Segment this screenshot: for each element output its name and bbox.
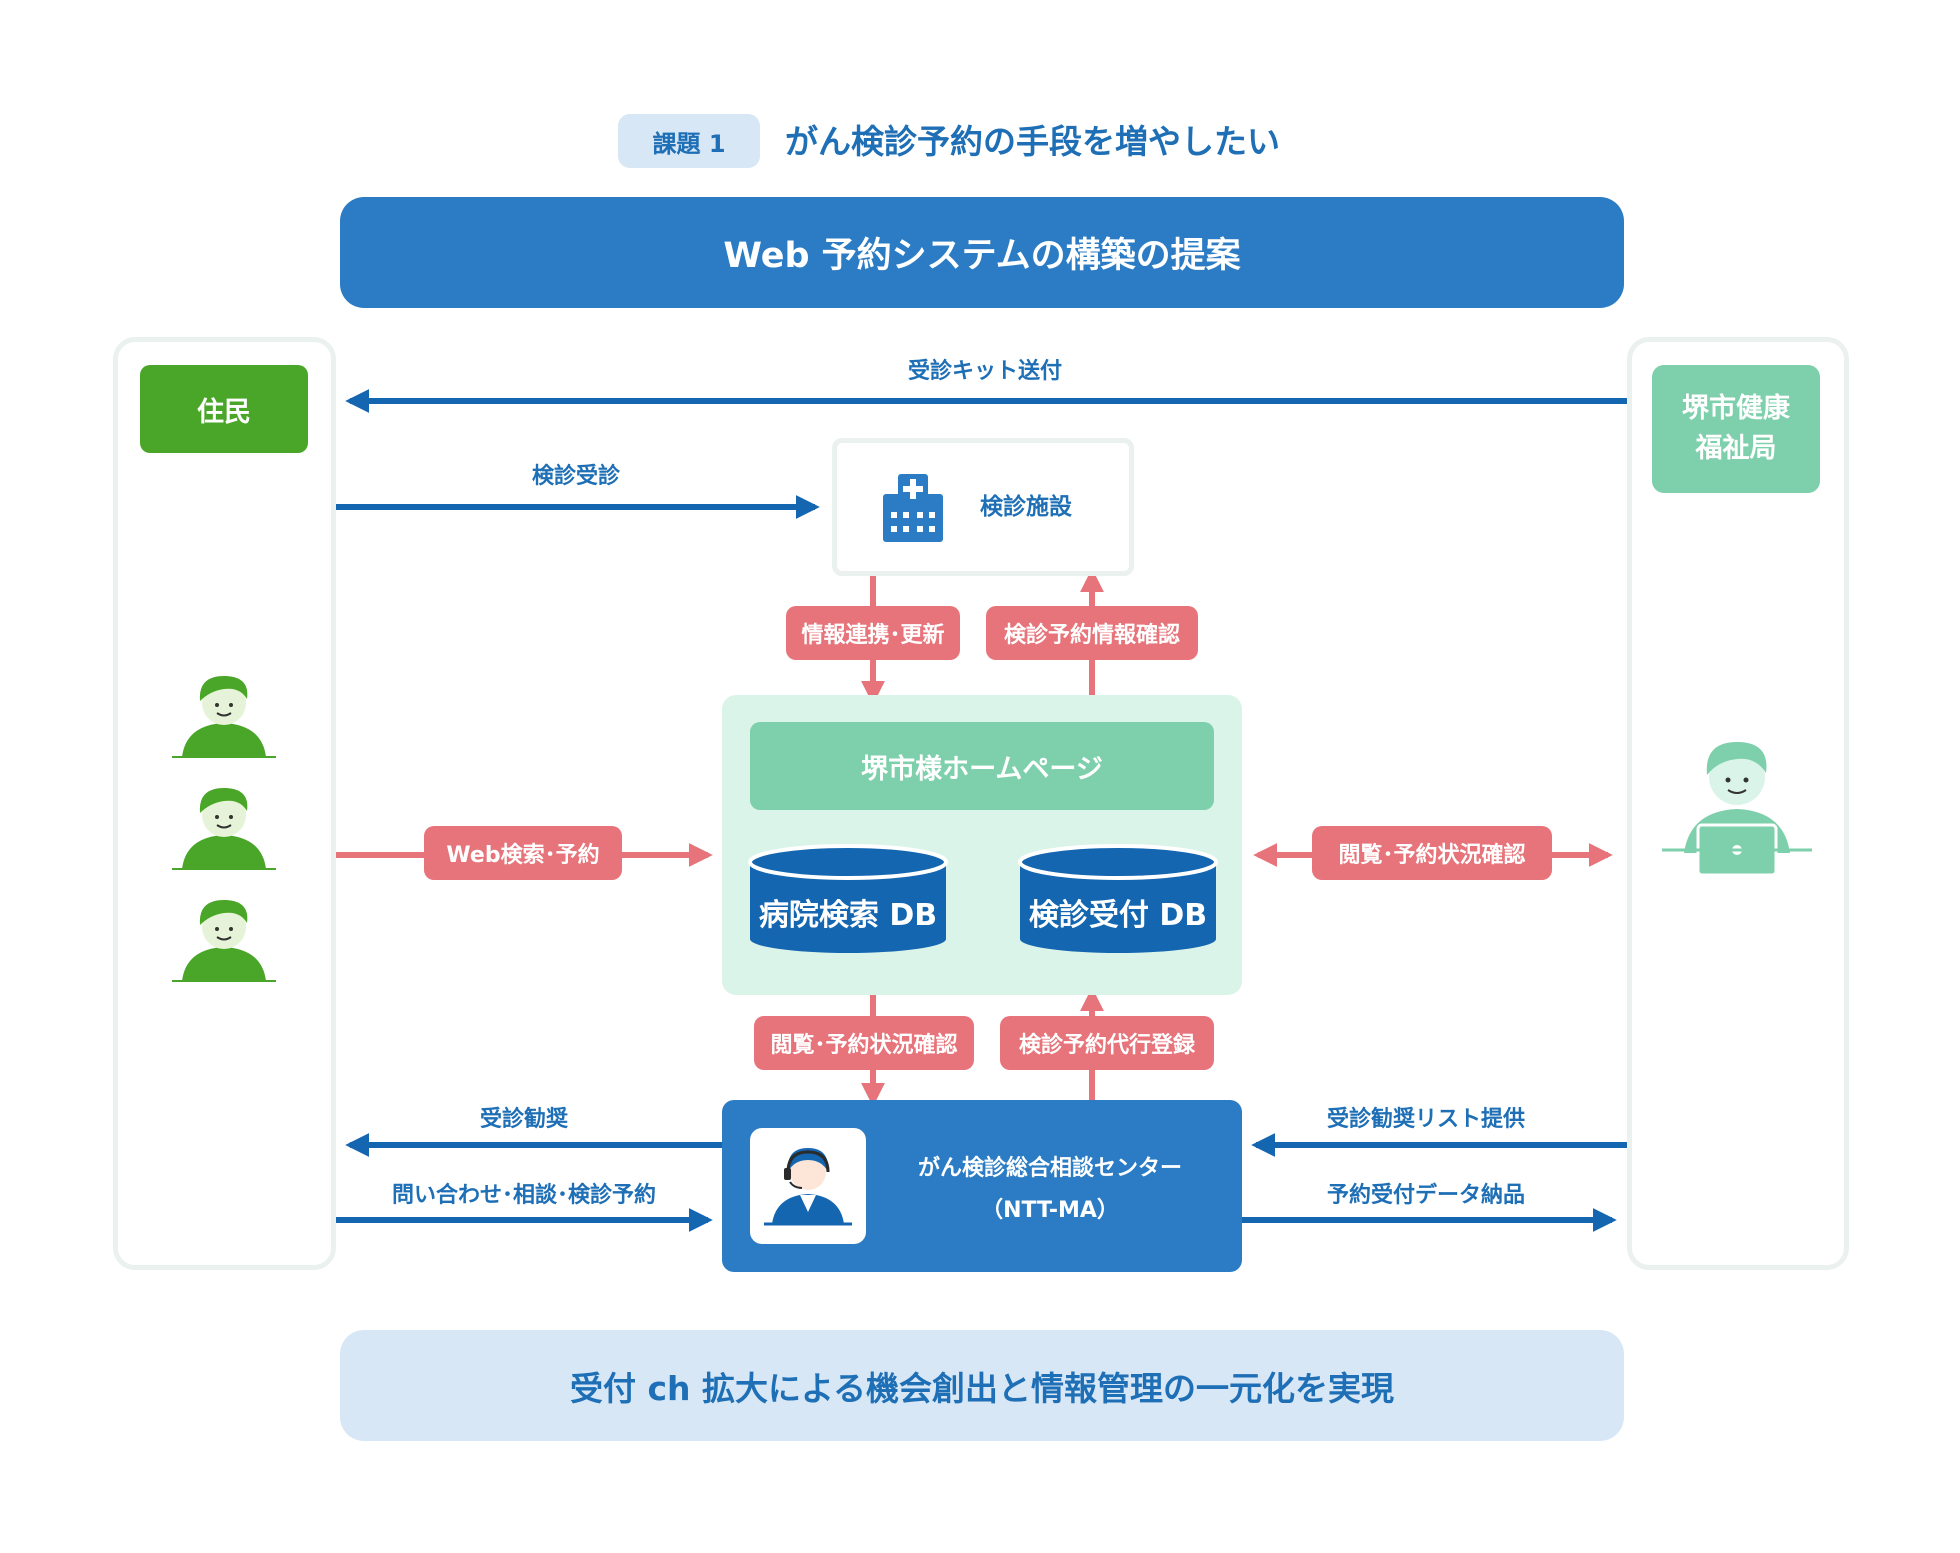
city-office-panel <box>1627 337 1849 1270</box>
data-delivery-label: 予約受付データ納品 <box>1326 1183 1525 1208</box>
booking-check-tag: 検診予約情報確認 <box>986 606 1198 660</box>
kit-label: 受診キット送付 <box>907 359 1062 384</box>
center-name-line1: がん検診総合相談センター <box>917 1156 1182 1181</box>
center-name: がん検診総合相談センター （NTT-MA） <box>880 1148 1220 1232</box>
outcome-banner: 受付 ch 拡大による機会創出と情報管理の一元化を実現 <box>340 1330 1624 1441</box>
center-name-line2: （NTT-MA） <box>981 1198 1119 1223</box>
proposal-banner: Web 予約システムの構築の提案 <box>340 197 1624 308</box>
hospital-db-label: 病院検索 DB <box>758 898 938 933</box>
topic-badge: 課題 1 <box>618 114 760 168</box>
resident-panel <box>113 337 336 1270</box>
view-status-right-tag: 閲覧･予約状況確認 <box>1312 826 1552 880</box>
resident-person-icon <box>172 787 276 870</box>
reception-db-icon <box>1018 844 1218 953</box>
database-cylinders <box>748 844 1218 953</box>
resident-person-icon-group <box>172 675 276 982</box>
hospital-building-icon <box>883 474 943 542</box>
inquiry-label: 問い合わせ･相談･検診予約 <box>391 1183 656 1208</box>
page-title: がん検診予約の手段を増やしたい <box>785 122 1280 161</box>
resident-person-icon <box>172 899 276 982</box>
city-office-label-line1: 堺市健康 <box>1682 393 1790 424</box>
city-office-label: 堺市健康 福祉局 <box>1652 365 1820 493</box>
exam-label: 検診受診 <box>531 464 620 489</box>
city-office-label-line2: 福祉局 <box>1695 433 1777 464</box>
staff-laptop-icon <box>1662 741 1812 877</box>
view-status-bottom-tag: 閲覧･予約状況確認 <box>754 1016 974 1070</box>
facility-label: 検診施設 <box>980 494 1072 520</box>
homepage-title: 堺市様ホームページ <box>750 722 1214 810</box>
resident-label: 住民 <box>140 365 308 453</box>
info-sync-tag: 情報連携･更新 <box>786 606 960 660</box>
operator-icon-tile <box>750 1128 866 1244</box>
proxy-register-tag: 検診予約代行登録 <box>1000 1016 1214 1070</box>
facility-box <box>832 438 1134 576</box>
web-search-tag: Web検索･予約 <box>424 826 622 880</box>
encourage-label: 受診勧奨 <box>479 1107 568 1132</box>
resident-person-icon <box>172 675 276 758</box>
encourage-list-label: 受診勧奨リスト提供 <box>1326 1107 1525 1132</box>
operator-headset-icon <box>764 1148 852 1226</box>
hospital-db-icon <box>748 844 948 953</box>
reception-db-label: 検診受付 DB <box>1028 898 1208 933</box>
